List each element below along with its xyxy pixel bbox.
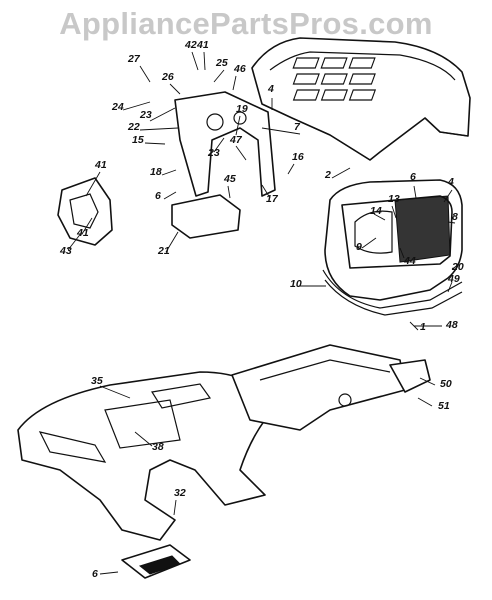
- callout-number: 19: [236, 103, 248, 115]
- callout-number: 51: [438, 400, 450, 412]
- dash-panel-part: [174, 91, 276, 197]
- callout-leader-line: [99, 385, 131, 399]
- callout-number: 38: [152, 441, 164, 453]
- callout-number: 41: [94, 159, 107, 171]
- callout-number: 6: [155, 190, 161, 202]
- watermark-logo: AppliancePartsPros.com: [59, 6, 433, 41]
- callout-leader-line: [235, 115, 241, 136]
- callout-leader-line: [361, 237, 377, 249]
- callout-number: 4: [267, 83, 274, 95]
- callout-leader-line: [169, 83, 181, 95]
- callout-number: 14: [370, 205, 382, 217]
- callout-leader-line: [99, 571, 119, 575]
- callout-number: 32: [174, 487, 186, 499]
- callout-leader-line: [417, 397, 433, 407]
- callout-leader-line: [81, 217, 93, 235]
- callout-number: 46: [233, 63, 246, 75]
- callout-leader-line: [399, 247, 405, 259]
- callout-number: 22: [127, 121, 140, 133]
- callout-number: 1: [420, 321, 426, 333]
- callout-number: 24: [111, 101, 124, 113]
- callout-leader-line: [261, 127, 301, 135]
- callout-number: 6: [92, 568, 98, 580]
- callout-leader-line: [191, 51, 199, 71]
- callout-number: 17: [266, 193, 279, 205]
- callout-number: 6: [410, 171, 416, 183]
- callout-leader-line: [213, 69, 225, 83]
- callout-number: 16: [292, 151, 304, 163]
- callout-number: 25: [215, 57, 228, 69]
- callout-leader-line: [261, 184, 271, 199]
- callout-leader-line: [139, 65, 151, 83]
- callout-leader-line: [134, 431, 153, 447]
- callout-number: 9: [356, 241, 362, 253]
- callout-number: 21: [157, 245, 170, 257]
- callout-leader-line: [409, 321, 419, 331]
- callout-number: 42: [184, 39, 197, 51]
- callout-leader-line: [203, 51, 206, 71]
- callout-number: 27: [127, 53, 141, 65]
- callout-number: 20: [451, 261, 464, 273]
- callout-leader-line: [447, 221, 456, 224]
- callout-leader-line: [149, 107, 176, 122]
- callout-leader-line: [85, 171, 101, 197]
- frame-part: [231, 344, 431, 431]
- callout-leader-line: [373, 213, 386, 221]
- callout-leader-line: [331, 167, 351, 179]
- callout-number: 43: [59, 245, 72, 257]
- callout-leader-line: [165, 231, 179, 253]
- callout-leader-line: [287, 163, 295, 175]
- callout-number: 47: [229, 134, 243, 146]
- callout-number: 18: [150, 166, 162, 178]
- callout-number: 26: [161, 71, 174, 83]
- foot-pad-part: [121, 544, 191, 579]
- callout-number: 35: [91, 375, 103, 387]
- callout-leader-line: [139, 127, 179, 131]
- callout-number: 44: [403, 255, 416, 267]
- callout-leader-line: [447, 281, 453, 293]
- callout-number: 49: [447, 273, 460, 285]
- callout-number: 48: [445, 319, 458, 331]
- callout-number: 13: [388, 193, 400, 205]
- callout-number: 7: [294, 121, 301, 133]
- fender-part: [17, 371, 266, 541]
- callout-number: 50: [440, 378, 452, 390]
- support-bracket-part: [171, 194, 241, 239]
- callout-leader-line: [67, 231, 83, 251]
- callout-number: 45: [223, 173, 236, 185]
- callout-leader-line: [235, 145, 247, 161]
- callout-number: 23: [139, 109, 152, 121]
- hood-part: [251, 37, 471, 161]
- callout-leader-line: [213, 137, 225, 153]
- callout-number: 8: [452, 211, 458, 223]
- callout-leader-line: [227, 185, 231, 199]
- callout-leader-line: [443, 189, 453, 203]
- callout-number: 23: [207, 147, 220, 159]
- callout-leader-line: [144, 142, 166, 145]
- callout-leader-line: [232, 75, 237, 91]
- callout-number: 41: [196, 39, 209, 51]
- grille-housing-part: [322, 179, 463, 316]
- callout-number: 10: [290, 278, 302, 290]
- callout-leader-line: [451, 267, 457, 271]
- callout-leader-line: [122, 101, 151, 111]
- callout-leader-line: [419, 377, 436, 386]
- callout-number: 15: [132, 134, 144, 146]
- callout-number: 2: [324, 169, 331, 181]
- callout-leader-line: [173, 499, 177, 516]
- callout-leader-line: [163, 191, 177, 200]
- callout-leader-line: [161, 169, 177, 176]
- callout-leader-line: [413, 185, 417, 199]
- callout-number: 4: [447, 176, 454, 188]
- callout-leader-line: [391, 205, 397, 219]
